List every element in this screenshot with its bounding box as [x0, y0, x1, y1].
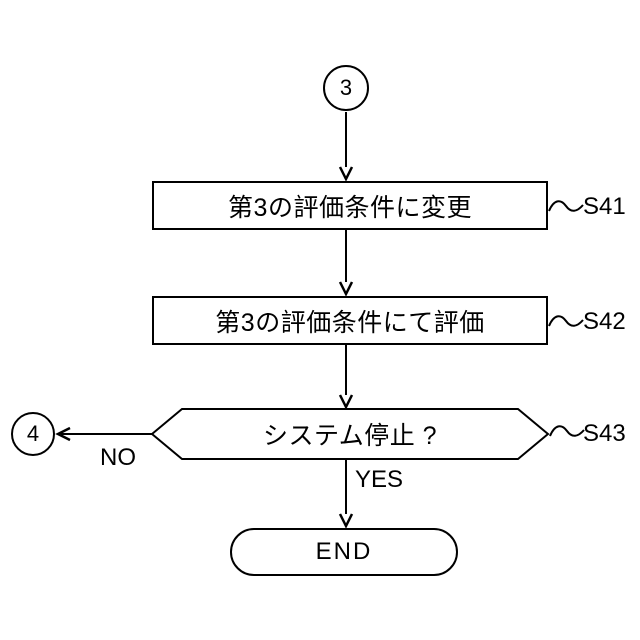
decision-s43-text: システム停止 ? [262, 422, 438, 450]
squiggle-s42 [548, 315, 584, 327]
decision-s43: システム停止 ? [182, 409, 518, 459]
decision-hexagon-shape [150, 408, 550, 460]
connector-circle-4: 4 [11, 412, 55, 456]
arrowhead-s42-to-s43 [338, 394, 354, 410]
squiggle-s41 [548, 200, 584, 212]
branch-label-yes: YES [355, 466, 404, 493]
branch-label-no: NO [100, 444, 136, 471]
connector-circle-3: 3 [323, 65, 369, 111]
arrowhead-no-branch [55, 426, 71, 442]
process-box-s41-text: 第3の評価条件に変更 [228, 193, 472, 222]
arrowhead-yes-branch [338, 513, 354, 529]
arrowhead-entry-to-s41 [338, 166, 354, 182]
terminator-end-label: END [315, 538, 373, 565]
step-label-s42: S42 [583, 308, 626, 335]
terminator-end: END [230, 528, 458, 576]
connector-circle-3-label: 3 [339, 75, 353, 100]
step-label-s43: S43 [583, 420, 626, 447]
connector-circle-4-label: 4 [26, 421, 40, 446]
process-box-s42: 第3の評価条件にて評価 [152, 296, 548, 345]
process-box-s42-text: 第3の評価条件にて評価 [215, 308, 485, 337]
arrowhead-s41-to-s42 [338, 281, 354, 297]
step-label-s41: S41 [583, 193, 626, 220]
squiggle-s43 [549, 425, 585, 437]
process-box-s41: 第3の評価条件に変更 [152, 181, 548, 230]
